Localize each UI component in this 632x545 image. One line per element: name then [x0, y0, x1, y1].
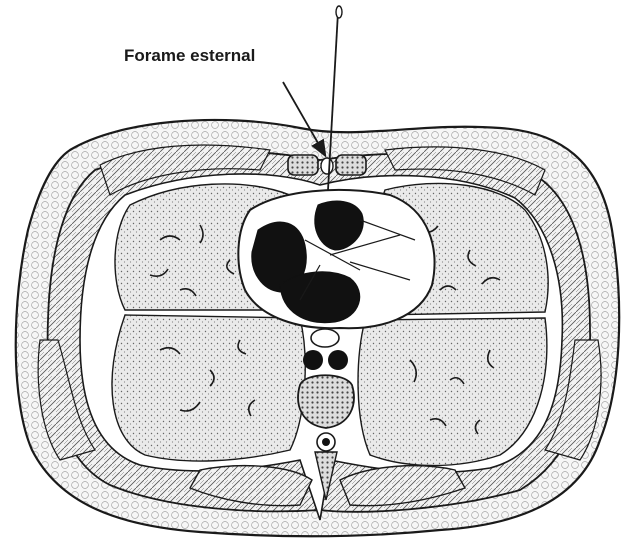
- right-lung-lower-lobe: [112, 315, 305, 461]
- aorta-left: [303, 350, 323, 370]
- spinal-cord: [322, 438, 330, 446]
- aorta-right: [328, 350, 348, 370]
- esophagus: [311, 329, 339, 347]
- vertebral-body: [298, 375, 354, 428]
- sternal-foramen: [321, 158, 333, 174]
